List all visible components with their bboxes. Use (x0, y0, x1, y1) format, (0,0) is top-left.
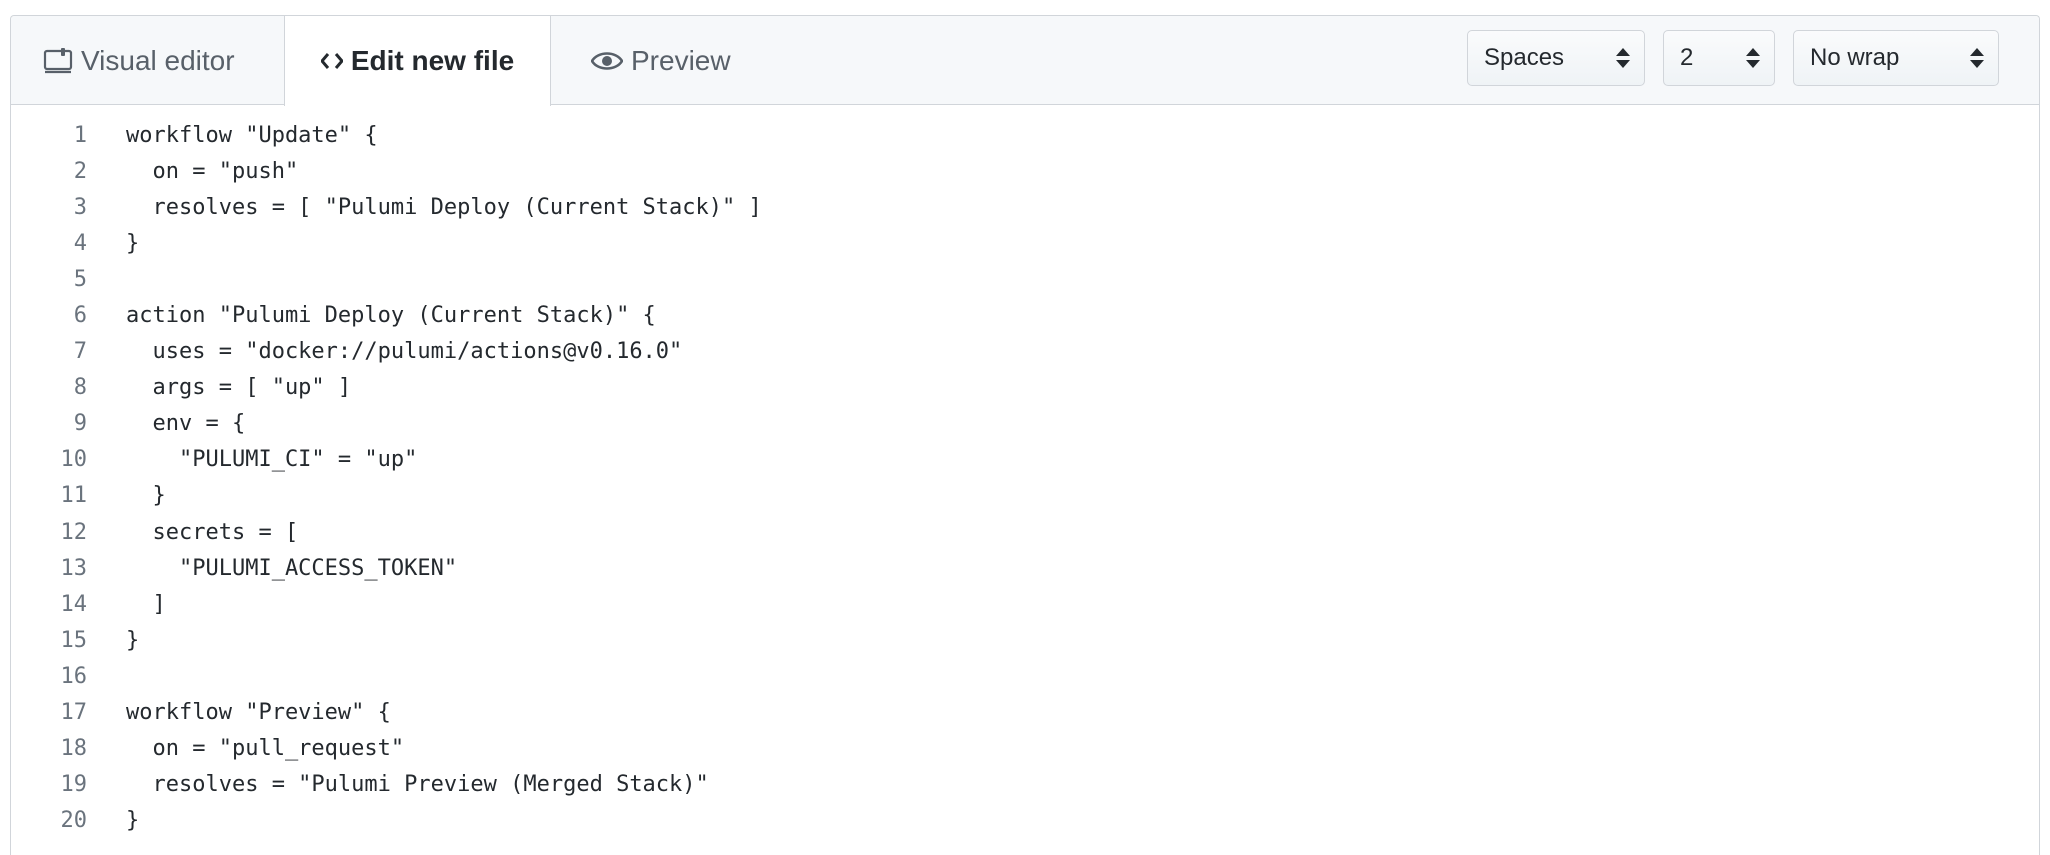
code-text[interactable]: args = [ "up" ] (126, 375, 352, 401)
code-line[interactable]: 17 workflow "Preview" { (11, 695, 2039, 731)
code-text[interactable]: resolves = "Pulumi Preview (Merged Stack… (126, 772, 709, 798)
line-number: 15 (60, 627, 88, 653)
select-caret-icon (1970, 48, 1984, 68)
line-number: 20 (60, 808, 88, 834)
code-line[interactable]: 19 resolves = "Pulumi Preview (Merged St… (11, 767, 2039, 803)
tab-visual-editor-label: Visual editor (81, 44, 235, 76)
code-text[interactable]: } (126, 808, 140, 834)
line-number: 9 (73, 411, 87, 437)
tab-visual-editor[interactable]: Visual editor (11, 16, 284, 105)
code-line[interactable]: 2 on = "push" (11, 153, 2039, 189)
code-line[interactable]: 7 uses = "docker://pulumi/actions@v0.16.… (11, 334, 2039, 370)
code-text[interactable]: uses = "docker://pulumi/actions@v0.16.0" (126, 339, 683, 365)
code-line[interactable]: 15} (11, 622, 2039, 658)
line-wrap-value: No wrap (1810, 44, 1900, 71)
code-text[interactable]: on = "push" (126, 158, 299, 184)
line-number: 16 (60, 663, 88, 689)
code-line[interactable]: 9 env = { (11, 406, 2039, 442)
code-text[interactable]: workflow "Preview" { (126, 700, 391, 726)
code-text[interactable]: on = "pull_request" (126, 736, 405, 762)
code-line[interactable]: 8 args = [ "up" ] (11, 370, 2039, 406)
code-line[interactable]: 10 "PULUMI_CI" = "up" (11, 442, 2039, 478)
line-number: 6 (73, 303, 87, 329)
editor-header: Visual editor Edit new file Preview Spac… (11, 16, 2039, 106)
code-line[interactable]: 18 on = "pull_request" (11, 731, 2039, 767)
code-line[interactable]: 16 (11, 658, 2039, 694)
line-number: 10 (60, 447, 88, 473)
line-number: 11 (60, 483, 88, 509)
file-editor: Visual editor Edit new file Preview Spac… (10, 15, 2040, 855)
tab-preview[interactable]: Preview (591, 16, 771, 105)
code-text[interactable]: "PULUMI_ACCESS_TOKEN" (126, 555, 458, 581)
code-text[interactable]: resolves = [ "Pulumi Deploy (Current Sta… (126, 194, 762, 220)
code-line[interactable]: 5 (11, 261, 2039, 297)
code-icon (320, 51, 343, 71)
tab-preview-label: Preview (631, 44, 731, 76)
code-line[interactable]: 1 workflow "Update" { (11, 117, 2039, 153)
code-text[interactable]: } (126, 627, 140, 653)
select-caret-icon (1746, 48, 1760, 68)
code-line[interactable]: 20} (11, 803, 2039, 839)
line-number: 13 (60, 555, 88, 581)
indent-size-value: 2 (1680, 44, 1694, 71)
eye-icon (591, 50, 623, 72)
code-text[interactable]: env = { (126, 411, 246, 437)
indent-size-select[interactable]: 2 (1663, 30, 1775, 86)
line-number: 14 (60, 591, 88, 617)
code-line[interactable]: 4} (11, 225, 2039, 261)
code-text[interactable]: workflow "Update" { (126, 122, 378, 148)
line-number: 8 (73, 375, 87, 401)
code-line[interactable]: 6 action "Pulumi Deploy (Current Stack)" … (11, 297, 2039, 333)
code-text[interactable]: } (126, 230, 140, 256)
line-number: 3 (73, 194, 87, 220)
line-number: 2 (73, 158, 87, 184)
line-number: 18 (60, 736, 88, 762)
visual-editor-icon (43, 47, 73, 74)
line-number: 7 (73, 339, 87, 365)
code-text[interactable]: } (126, 483, 166, 509)
line-number: 17 (60, 700, 88, 726)
line-number: 1 (73, 122, 87, 148)
code-line[interactable]: 11 } (11, 478, 2039, 514)
code-line[interactable]: 3 resolves = [ "Pulumi Deploy (Current S… (11, 189, 2039, 225)
code-text[interactable]: ] (126, 591, 166, 617)
code-text[interactable]: action "Pulumi Deploy (Current Stack)" { (126, 303, 656, 329)
select-caret-icon (1616, 48, 1630, 68)
code-line[interactable]: 14 ] (11, 586, 2039, 622)
tab-edit-new-file-label: Edit new file (350, 45, 515, 76)
line-number: 12 (60, 519, 88, 545)
code-text[interactable]: secrets = [ (126, 519, 299, 545)
indent-mode-value: Spaces (1484, 44, 1565, 71)
tab-edit-new-file[interactable]: Edit new file (284, 16, 551, 106)
indent-mode-select[interactable]: Spaces (1467, 30, 1645, 86)
code-line[interactable]: 12 secrets = [ (11, 514, 2039, 550)
line-number: 19 (60, 772, 88, 798)
line-number: 5 (73, 266, 87, 292)
code-line[interactable]: 13 "PULUMI_ACCESS_TOKEN" (11, 550, 2039, 586)
line-number: 4 (73, 230, 87, 256)
code-text[interactable]: "PULUMI_CI" = "up" (126, 447, 418, 473)
line-wrap-select[interactable]: No wrap (1793, 30, 1999, 86)
